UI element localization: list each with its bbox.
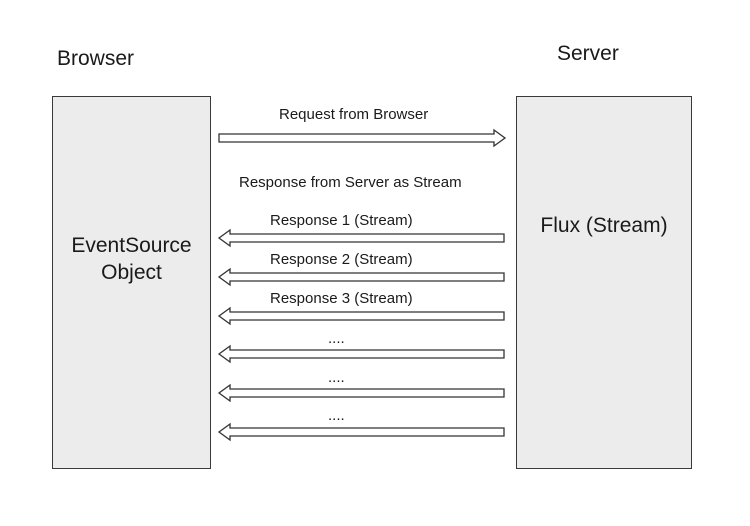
response-2-label: Response 2 (Stream) — [270, 251, 413, 268]
server-heading: Server — [557, 42, 619, 65]
response-2-arrow — [217, 267, 505, 287]
response-6-arrow — [217, 422, 505, 442]
request-arrow — [218, 128, 507, 148]
browser-heading: Browser — [57, 47, 135, 70]
request-label: Request from Browser — [279, 106, 429, 123]
response-section-label: Response from Server as Stream — [239, 174, 462, 191]
response-ellipsis-2: .... — [328, 369, 345, 386]
browser-box — [52, 96, 211, 469]
response-ellipsis-3: .... — [328, 407, 345, 424]
response-3-arrow — [217, 306, 505, 326]
response-4-arrow — [217, 344, 505, 364]
response-3-label: Response 3 (Stream) — [270, 290, 413, 307]
response-ellipsis-1: .... — [328, 330, 345, 347]
response-1-arrow — [217, 228, 505, 248]
server-box — [516, 96, 692, 469]
response-1-label: Response 1 (Stream) — [270, 212, 413, 229]
response-5-arrow — [217, 383, 505, 403]
flux-stream-label: Flux (Stream) — [540, 214, 668, 237]
eventsource-object-label: EventSource Object — [71, 234, 192, 285]
